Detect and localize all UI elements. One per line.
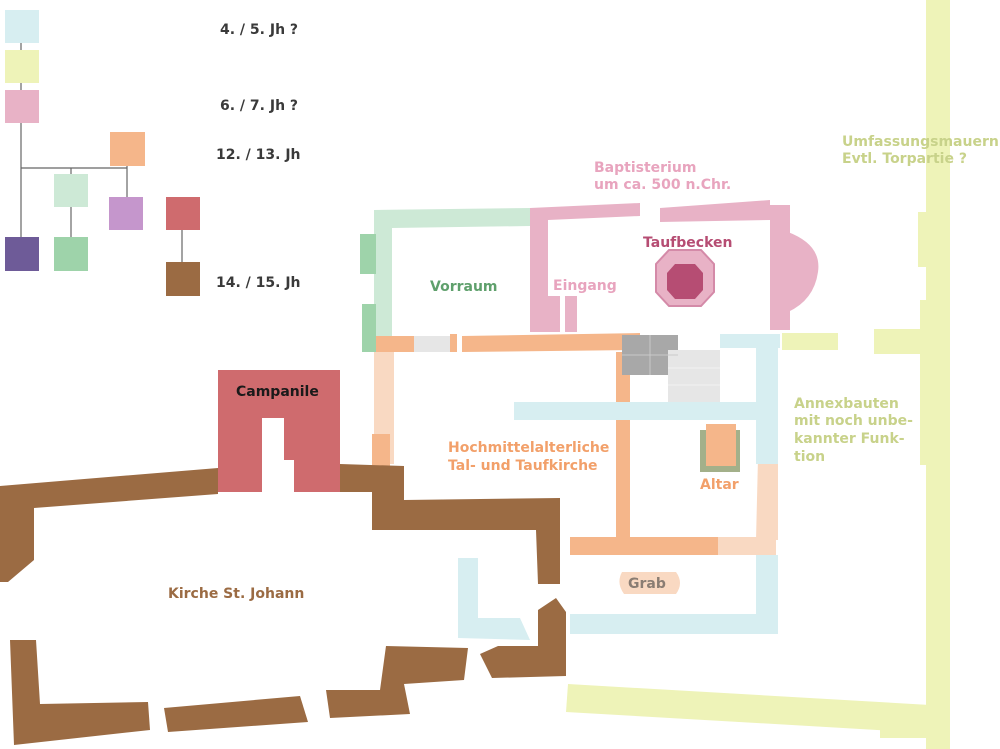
label-campanile: Campanile — [236, 384, 319, 400]
medieval-church — [372, 333, 778, 555]
legend-label-4-5: 4. / 5. Jh ? — [220, 22, 298, 38]
baptisterium-wall-east — [770, 205, 790, 330]
church-wall-north-west — [0, 468, 218, 582]
church-st-johann — [0, 464, 566, 745]
legend: 4. / 5. Jh ? 6. / 7. Jh ? 12. / 13. Jh 1… — [5, 10, 301, 296]
vorraum-wall-north — [374, 208, 530, 336]
label-annex-1: Annexbauten — [794, 396, 899, 412]
label-umfassung-2: Evtl. Torpartie ? — [842, 151, 967, 167]
medieval-church-wall-north-b — [450, 334, 457, 352]
baptisterium-wall-west-north — [530, 203, 640, 332]
legend-swatch-14-15 — [166, 262, 200, 296]
annex-wall-west — [458, 558, 530, 640]
stairs-light — [668, 350, 720, 402]
legend-label-12-13: 12. / 13. Jh — [216, 147, 301, 163]
legend-swatch-6-7 — [5, 90, 39, 123]
legend-swatch-4-5-b — [5, 50, 39, 83]
label-kirche: Kirche St. Johann — [168, 586, 304, 602]
label-umfassung-1: Umfassungsmauern — [842, 134, 999, 150]
campanile — [218, 370, 340, 492]
baptisterium-entrance-post-1 — [548, 296, 560, 332]
medieval-church-wall-west-end — [372, 434, 390, 466]
label-annex-3: kannter Funk- — [794, 431, 905, 447]
altar-top — [706, 424, 736, 466]
medieval-church-wall-inner — [616, 352, 630, 542]
legend-swatch-12-13 — [110, 132, 145, 166]
label-vorraum: Vorraum — [430, 279, 498, 295]
perimeter-walls — [566, 0, 950, 749]
label-taufbecken: Taufbecken — [643, 235, 732, 251]
medieval-church-wall-south-east — [718, 537, 776, 555]
baptisterium-entrance-post-2 — [565, 296, 577, 332]
church-wall-north-east — [340, 464, 560, 584]
label-annex-4: tion — [794, 449, 825, 465]
perimeter-wall-south — [566, 684, 930, 733]
altar — [700, 424, 740, 472]
label-eingang: Eingang — [553, 278, 617, 294]
vorraum-wall-west-b — [362, 304, 376, 352]
baptisterium-wall-north-east — [660, 200, 770, 222]
annex-wall-mid — [514, 402, 756, 420]
legend-swatch-4-5-a — [5, 10, 39, 43]
medieval-church-wall-south — [570, 537, 718, 555]
perimeter-wall-north-b — [874, 329, 930, 354]
grave — [619, 572, 680, 594]
legend-swatch-green-light — [54, 174, 88, 207]
annex-buildings — [458, 334, 780, 640]
legend-swatch-red — [166, 197, 200, 230]
taufbecken-inner — [667, 264, 703, 299]
church-wall-south-west — [10, 640, 150, 745]
perimeter-wall-south-corner — [880, 708, 940, 738]
perimeter-wall-north-a — [782, 333, 838, 350]
vorraum — [360, 208, 530, 352]
stairs — [622, 335, 720, 402]
annex-wall-south-east — [756, 555, 778, 633]
label-hochmittel-1: Hochmittelalterliche — [448, 440, 609, 456]
annex-wall-east — [756, 334, 778, 464]
label-grab: Grab — [628, 576, 666, 592]
vorraum-wall-west-a — [360, 234, 376, 274]
label-hochmittel-2: Tal- und Taufkirche — [448, 458, 598, 474]
annex-wall-south — [570, 614, 778, 634]
medieval-church-wall-east — [756, 440, 778, 540]
medieval-church-wall-north-c — [462, 333, 640, 352]
perimeter-wall-east-nub-1 — [918, 212, 934, 267]
medieval-church-wall-north-gap — [414, 336, 450, 352]
legend-label-14-15: 14. / 15. Jh — [216, 275, 301, 291]
legend-label-6-7: 6. / 7. Jh ? — [220, 98, 298, 114]
church-wall-south-mid-1 — [164, 696, 308, 732]
baptisterium-apse — [788, 232, 819, 312]
legend-swatch-purple-dark — [5, 237, 39, 271]
perimeter-wall-east-nub-2 — [920, 300, 948, 465]
label-altar: Altar — [700, 477, 739, 493]
label-baptisterium-1: Baptisterium — [594, 160, 696, 176]
church-wall-south-mid-2 — [326, 646, 468, 718]
medieval-church-wall-north-a — [376, 336, 414, 352]
label-annex-2: mit noch unbe- — [794, 413, 913, 429]
label-baptisterium-2: um ca. 500 n.Chr. — [594, 177, 731, 193]
legend-swatch-green-mid — [54, 237, 88, 271]
legend-swatch-purple — [109, 197, 143, 230]
baptisterium — [530, 200, 819, 332]
church-wall-south-east — [480, 598, 566, 678]
plan-labels: Umfassungsmauern Evtl. Torpartie ? Bapti… — [168, 134, 999, 602]
